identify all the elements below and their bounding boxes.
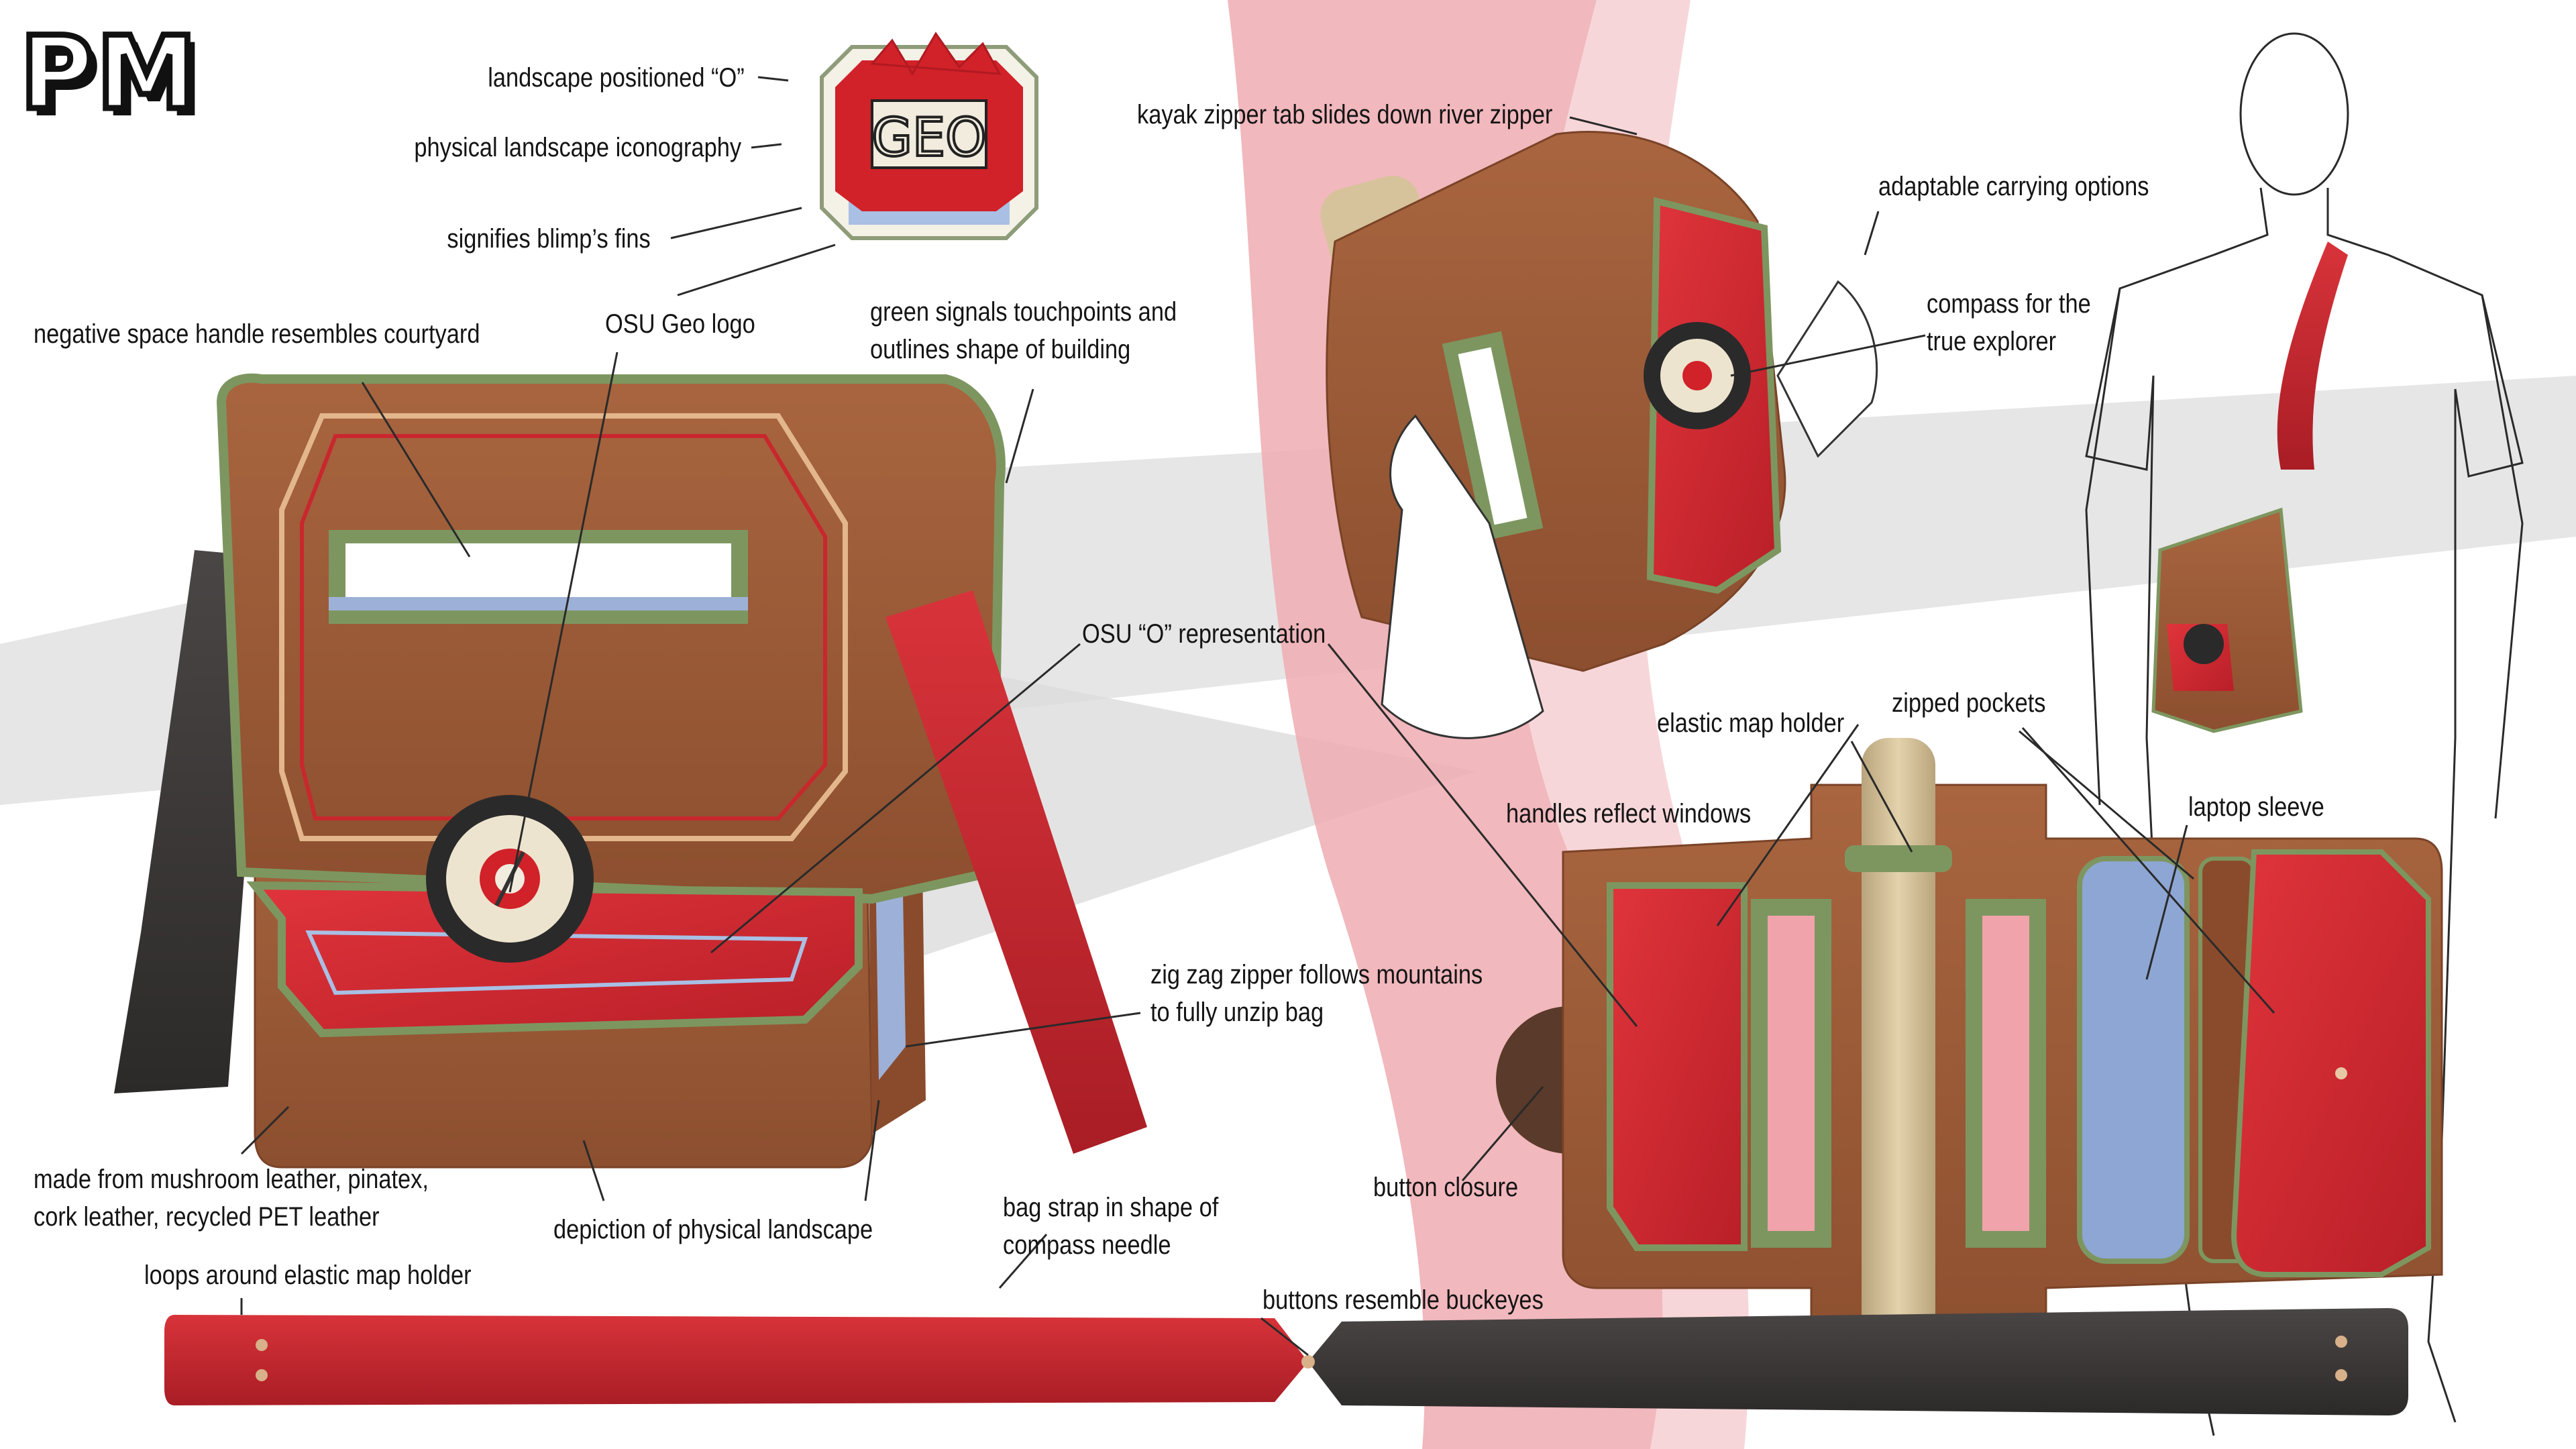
- callout-green-signals-line1: green signals touchpoints and: [870, 297, 1177, 327]
- long-strap: [164, 1308, 2408, 1415]
- callout-kayak-zipper: kayak zipper tab slides down river zippe…: [1137, 100, 1553, 129]
- callout-bag-strap-line2: compass needle: [1003, 1230, 1171, 1260]
- bag-held-view: [1320, 131, 1878, 739]
- callout-zigzag-line2: to fully unzip bag: [1150, 998, 1324, 1027]
- callout-mushroom-line2: cork leather, recycled PET leather: [34, 1202, 380, 1232]
- callout-elastic-map-holder: elastic map holder: [1657, 708, 1845, 738]
- callout-loops-around: loops around elastic map holder: [144, 1260, 472, 1290]
- callout-adaptable-carrying: adaptable carrying options: [1878, 172, 2149, 201]
- callout-handles-windows: handles reflect windows: [1506, 799, 1752, 828]
- callout-laptop-sleeve: laptop sleeve: [2188, 792, 2324, 822]
- callout-landscape-iconography: physical landscape iconography: [414, 133, 741, 162]
- bag-open-view: [1496, 738, 2443, 1409]
- callout-buttons-buckeyes: buttons resemble buckeyes: [1263, 1285, 1544, 1315]
- callout-osu-o: OSU “O” representation: [1082, 619, 1326, 649]
- callout-bag-strap-line1: bag strap in shape of: [1003, 1193, 1219, 1222]
- pm-logo: PM: [17, 15, 200, 132]
- callout-zigzag-line1: zig zag zipper follows mountains: [1150, 960, 1483, 989]
- callout-mushroom-line1: made from mushroom leather, pinatex,: [34, 1165, 429, 1194]
- callout-button-closure: button closure: [1373, 1173, 1519, 1202]
- badge-text: GEO: [871, 108, 986, 168]
- callout-compass-line1: compass for the: [1927, 289, 2091, 319]
- callout-leader-lines: [240, 76, 2275, 1356]
- callout-landscape-o: landscape positioned “O”: [488, 63, 745, 93]
- callout-negative-space-handle: negative space handle resembles courtyar…: [34, 319, 480, 349]
- osu-geo-badge: GEO: [820, 32, 1038, 240]
- callout-zipped-pockets: zipped pockets: [1892, 688, 2046, 718]
- callout-physical-landscape: depiction of physical landscape: [553, 1215, 873, 1244]
- callout-blimp-fins: signifies blimp’s fins: [447, 224, 651, 254]
- callout-green-signals-line2: outlines shape of building: [870, 335, 1131, 364]
- callout-compass-line2: true explorer: [1927, 327, 2057, 356]
- figure-bag: [2151, 241, 2348, 733]
- bag-front-view: [114, 373, 1147, 1169]
- callout-osu-geo-logo: OSU Geo logo: [605, 309, 755, 339]
